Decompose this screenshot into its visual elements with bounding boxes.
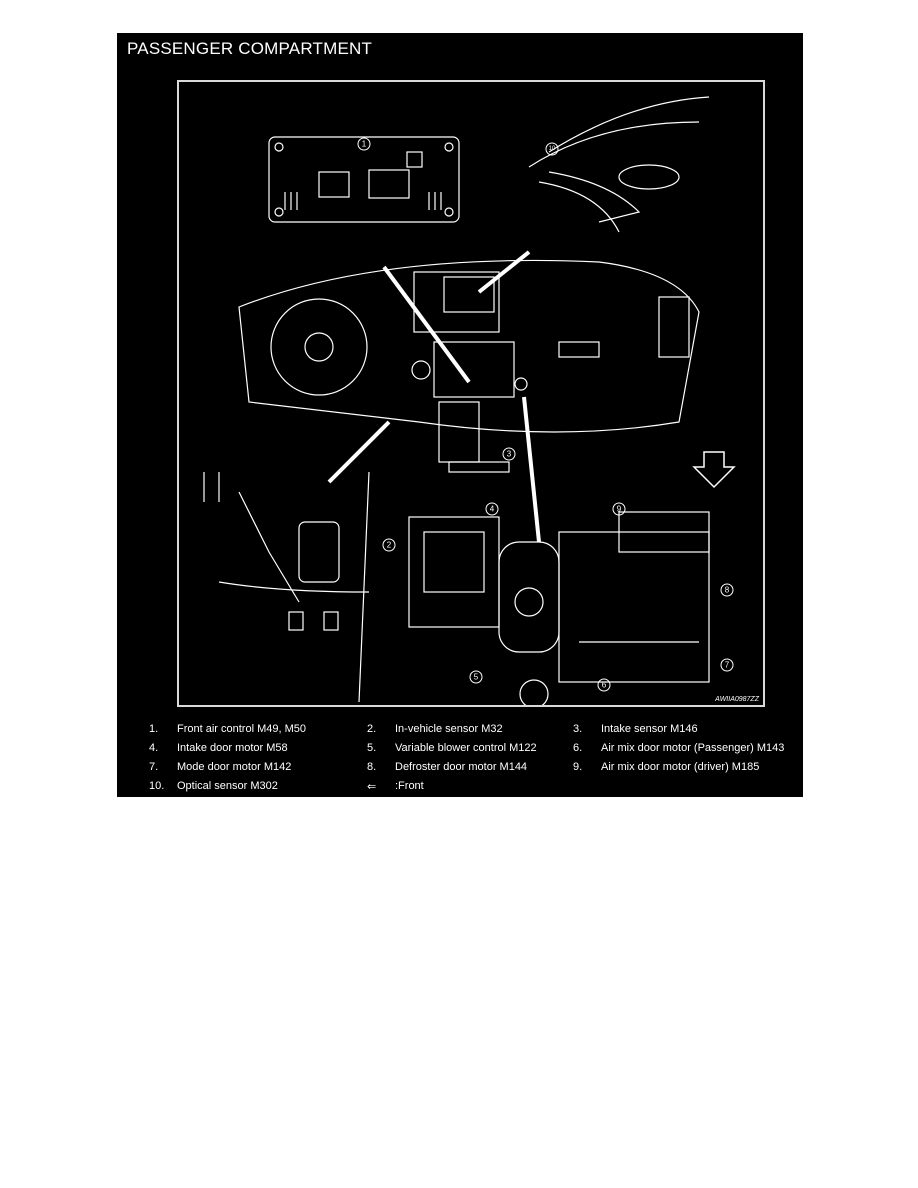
legend-label: In-vehicle sensor M32 (395, 723, 503, 735)
legend-row: 1. Front air control M49, M50 2. In-vehi… (117, 723, 803, 741)
callout-4-label: 4 (490, 505, 495, 514)
component-illustration: 1 2 3 4 5 6 7 8 9 10 (203, 96, 736, 705)
arrow-to-front-air-control (382, 265, 471, 384)
callout-1 (357, 137, 371, 151)
callout-9 (612, 502, 626, 516)
callout-2-label: 2 (387, 541, 392, 550)
legend-label: Optical sensor M302 (177, 780, 278, 792)
callout-10-label: 10 (549, 146, 556, 152)
callout-6-label: 6 (602, 681, 607, 690)
in-vehicle-sensor-illustration (203, 471, 370, 703)
diagram-panel: PASSENGER COMPARTMENT (117, 33, 803, 797)
legend-label: Intake door motor M58 (177, 742, 288, 754)
optical-sensor-illustration (528, 96, 710, 233)
arrow-to-intake-sensor (522, 396, 541, 543)
front-air-control-illustration (268, 136, 460, 223)
panel-title: PASSENGER COMPARTMENT (127, 39, 373, 58)
callout-5 (469, 670, 483, 684)
legend-row: 7. Mode door motor M142 8. Defroster doo… (117, 761, 803, 779)
legend-number: 10. (149, 780, 165, 792)
callout-4 (485, 502, 499, 516)
legend-number: 4. (149, 742, 159, 754)
legend-label: Intake sensor M146 (601, 723, 698, 735)
front-arrow-symbol: ⇐ (367, 781, 377, 793)
legend-number: 2. (367, 723, 377, 735)
front-direction-arrow (692, 451, 736, 489)
arrow-to-optical-sensor (477, 250, 531, 294)
callout-3 (502, 447, 516, 461)
legend-number: 9. (573, 761, 583, 773)
component-location-figure: 1 2 3 4 5 6 7 8 9 10 AWIIA0987ZZ (177, 80, 765, 707)
callout-8-label: 8 (725, 586, 730, 595)
legend-label: Air mix door motor (driver) M185 (601, 761, 760, 773)
legend-number: 3. (573, 723, 583, 735)
legend-label: Air mix door motor (Passenger) M143 (601, 742, 785, 754)
legend-row: 10. Optical sensor M302 ⇐ :Front (117, 780, 803, 798)
legend-row: 4. Intake door motor M58 5. Variable blo… (117, 742, 803, 760)
callout-6 (597, 678, 611, 692)
figure-id: AWIIA0987ZZ (715, 696, 759, 703)
legend-label: Mode door motor M142 (177, 761, 292, 773)
callout-7 (720, 658, 734, 672)
legend-number: 7. (149, 761, 159, 773)
legend-number: 1. (149, 723, 159, 735)
callout-5-label: 5 (474, 673, 479, 682)
callout-9-label: 9 (617, 505, 622, 514)
callout-7-label: 7 (725, 661, 730, 670)
callout-1-label: 1 (362, 140, 367, 149)
legend-number: 5. (367, 742, 377, 754)
arrow-to-in-vehicle-sensor (327, 420, 391, 484)
callout-10 (545, 142, 559, 156)
legend-label: Variable blower control M122 (395, 742, 537, 754)
callout-8 (720, 583, 734, 597)
callout-2 (382, 538, 396, 552)
legend-number: 8. (367, 761, 377, 773)
legend-number: 6. (573, 742, 583, 754)
dashboard-illustration (238, 259, 700, 473)
hvac-unit-illustration (408, 511, 710, 705)
legend-label: Front air control M49, M50 (177, 723, 306, 735)
legend-label: Defroster door motor M144 (395, 761, 528, 773)
callout-3-label: 3 (507, 450, 512, 459)
legend-label: :Front (395, 780, 424, 792)
